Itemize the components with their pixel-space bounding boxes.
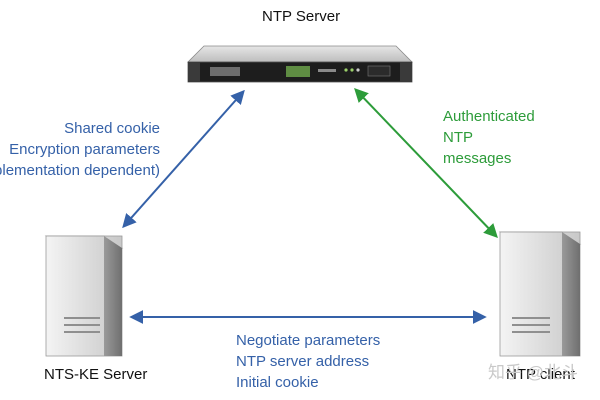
edge-ntp-to-client-annotation: Authenticated NTP messages (443, 106, 535, 169)
edge-ke-to-ntp-arrow (122, 89, 245, 229)
annotation-line: (Implementation dependent) (0, 162, 160, 179)
ntp-server-label: NTP Server (262, 8, 341, 25)
edge-ke-to-client-annotation: Negotiate parameters NTP server address … (236, 330, 380, 393)
watermark-text: 知乎 @北斗 (488, 363, 578, 382)
edge-ke-to-ntp-annotation: Shared cookie Encryption parameters (Imp… (0, 118, 160, 181)
annotation-line: Encryption parameters (9, 141, 160, 158)
annotation-line: Shared cookie (64, 120, 160, 137)
nts-ke-server-tower-icon (44, 235, 124, 357)
annotation-line: messages (443, 150, 512, 167)
annotation-line: Authenticated (443, 108, 535, 125)
ntp-server-rack-icon (187, 45, 413, 83)
annotation-line: Negotiate parameters (236, 332, 381, 349)
ntp-client-label: NTP client (506, 366, 575, 383)
edge-ntp-to-client-arrow (354, 87, 498, 239)
ntp-client-tower-icon (498, 231, 582, 357)
annotation-line: Initial cookie (236, 374, 319, 391)
nts-ke-server-label: NTS-KE Server (44, 366, 148, 383)
annotation-line: NTP server address (236, 353, 370, 370)
annotation-line: NTP (443, 129, 473, 146)
